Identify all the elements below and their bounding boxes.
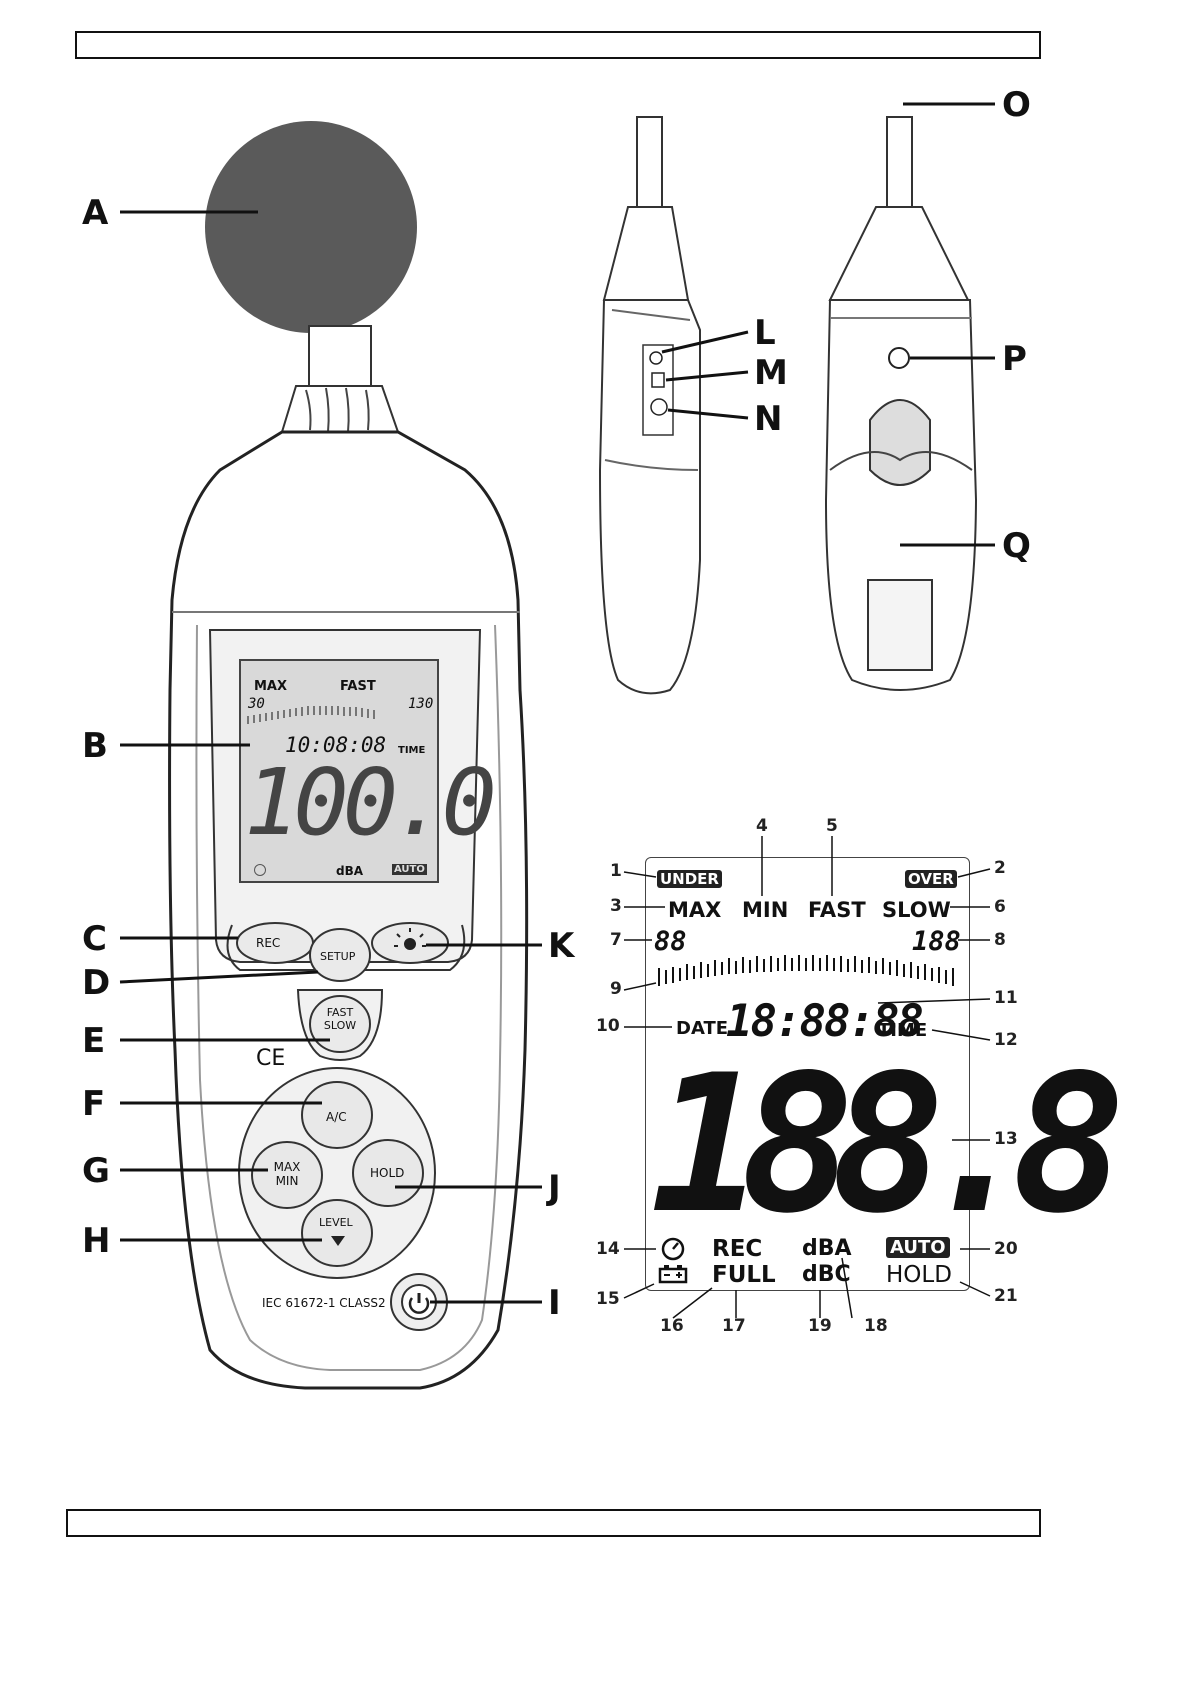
callout-3: 3 — [610, 898, 622, 915]
callout-7: 7 — [610, 932, 622, 949]
callout-2: 2 — [994, 860, 1006, 877]
callout-17: 17 — [722, 1318, 746, 1335]
callout-19: 19 — [808, 1318, 832, 1335]
callout-6: 6 — [994, 899, 1006, 916]
callout-21: 21 — [994, 1288, 1018, 1305]
callout-14: 14 — [596, 1241, 620, 1258]
callout-15: 15 — [596, 1291, 620, 1308]
callout-13: 13 — [994, 1131, 1018, 1148]
callout-10: 10 — [596, 1018, 620, 1035]
callout-1: 1 — [610, 863, 622, 880]
callout-9: 9 — [610, 981, 622, 998]
callout-8: 8 — [994, 932, 1006, 949]
callout-5: 5 — [826, 818, 838, 835]
callout-18: 18 — [864, 1318, 888, 1335]
callout-12: 12 — [994, 1032, 1018, 1049]
callout-16: 16 — [660, 1318, 684, 1335]
callout-11: 11 — [994, 990, 1018, 1007]
callout-4: 4 — [756, 818, 768, 835]
callout-20: 20 — [994, 1241, 1018, 1258]
